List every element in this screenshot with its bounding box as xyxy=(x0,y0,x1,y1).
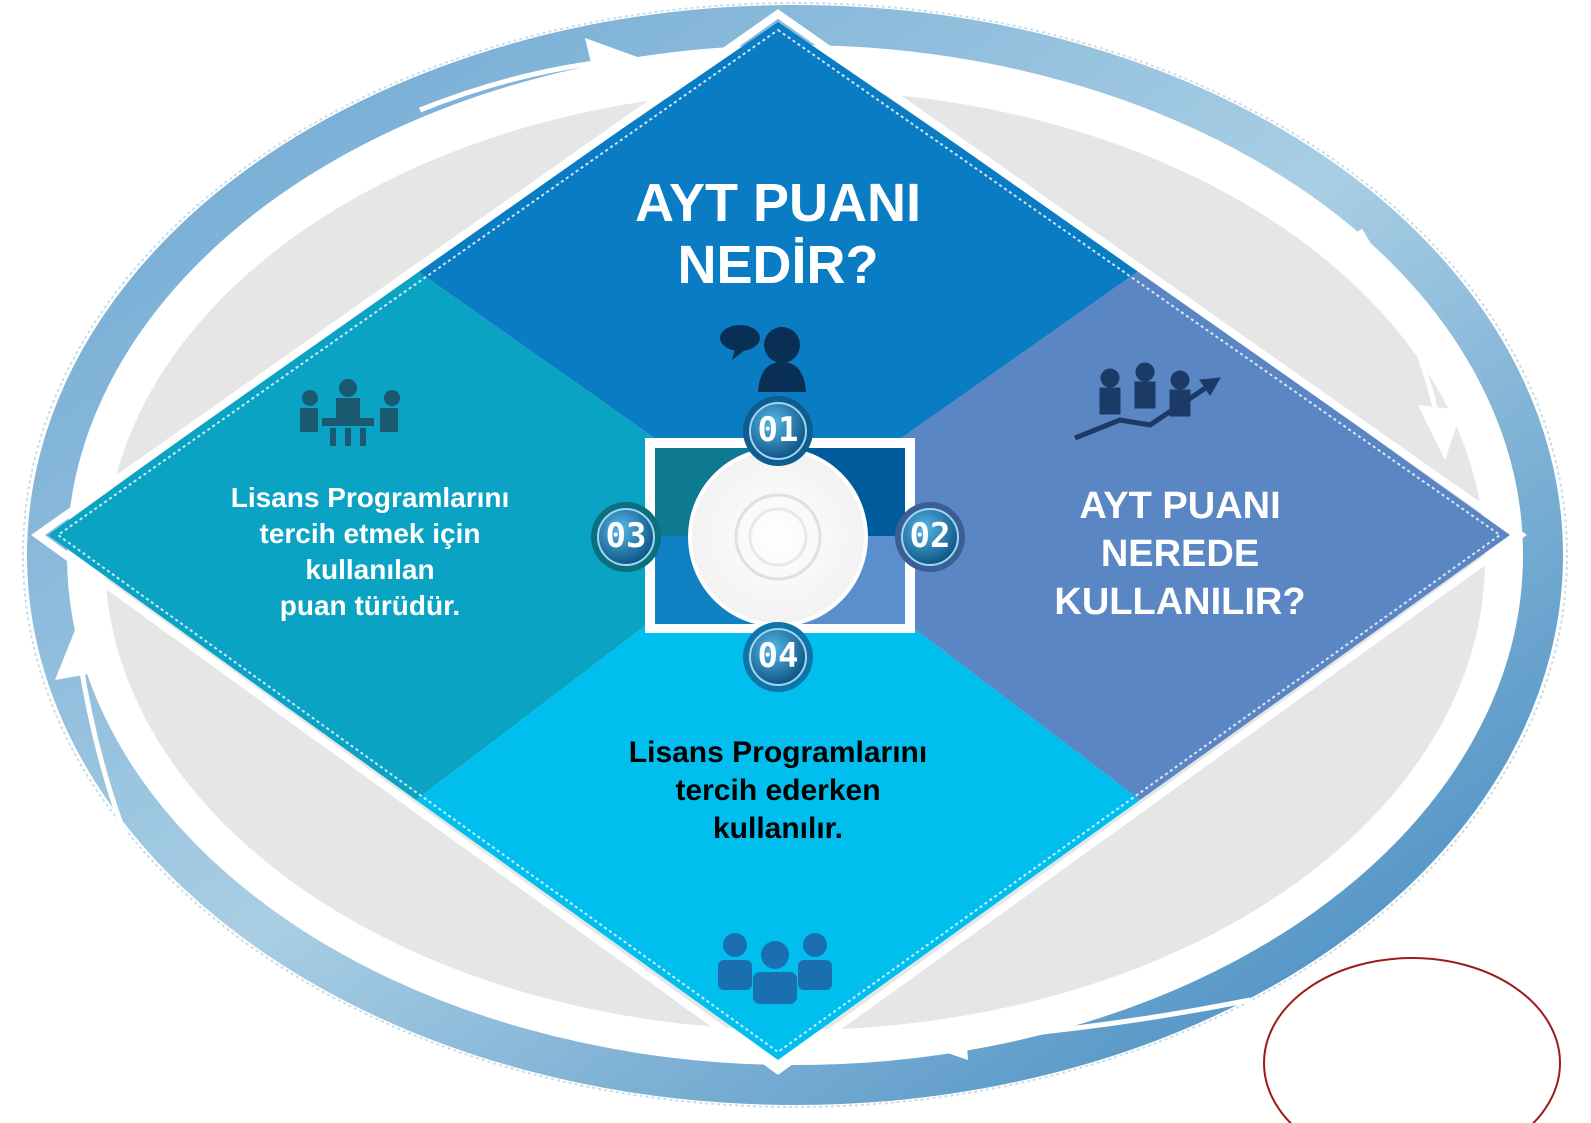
section-03-line-4: puan türüdür. xyxy=(279,590,461,621)
segment-04 xyxy=(416,525,1140,1060)
section-04-line-2: tercih ederken xyxy=(675,774,881,807)
cycle-arrow-right xyxy=(1357,228,1462,460)
section-02-title: AYT PUANI NEREDE KULLANILIR? xyxy=(970,482,1390,626)
badge-01 xyxy=(743,396,813,466)
section-01-line-2: NEDİR? xyxy=(677,235,879,295)
section-02-line-2: NEREDE xyxy=(1100,533,1260,575)
highlight-ellipse xyxy=(1263,957,1561,1123)
center-square xyxy=(645,438,915,633)
badge-03 xyxy=(591,502,661,572)
section-03-line-3: kullanılan xyxy=(305,554,435,585)
meeting-icon xyxy=(300,379,400,446)
diamond-segments xyxy=(31,9,1527,1075)
cycle-arrow-bottom-right xyxy=(915,997,1251,1060)
section-04-title: Lisans Programlarını tercih ederken kull… xyxy=(548,734,1008,848)
badge-02 xyxy=(895,502,965,572)
group-people-icon xyxy=(718,933,832,1004)
section-04-line-3: kullanılır. xyxy=(712,812,844,845)
segment-02 xyxy=(778,270,1510,800)
section-01-title: AYT PUANI NEDİR? xyxy=(548,172,1008,296)
segment-03 xyxy=(48,270,778,800)
section-04-line-1: Lisans Programlarını xyxy=(628,736,928,769)
section-03-line-1: Lisans Programlarını xyxy=(230,482,510,513)
section-02-line-3: KULLANILIR? xyxy=(1054,581,1306,623)
badge-03-label: 03 xyxy=(605,516,647,556)
badge-01-label: 01 xyxy=(757,410,799,450)
badge-02-label: 02 xyxy=(909,516,951,556)
section-03-title: Lisans Programlarını tercih etmek için k… xyxy=(140,480,600,624)
badge-04 xyxy=(743,622,813,692)
badge-04-label: 04 xyxy=(757,636,799,676)
cycle-arrow-top-left xyxy=(419,38,640,113)
section-01-line-1: AYT PUANI xyxy=(634,173,922,233)
segment-01 xyxy=(416,22,1140,525)
person-speech-bubble-icon xyxy=(720,325,806,392)
section-02-line-1: AYT PUANI xyxy=(1079,485,1281,527)
team-growth-chart-icon xyxy=(1074,362,1221,441)
cycle-arrow-left xyxy=(55,630,203,982)
section-03-line-2: tercih etmek için xyxy=(259,518,481,549)
